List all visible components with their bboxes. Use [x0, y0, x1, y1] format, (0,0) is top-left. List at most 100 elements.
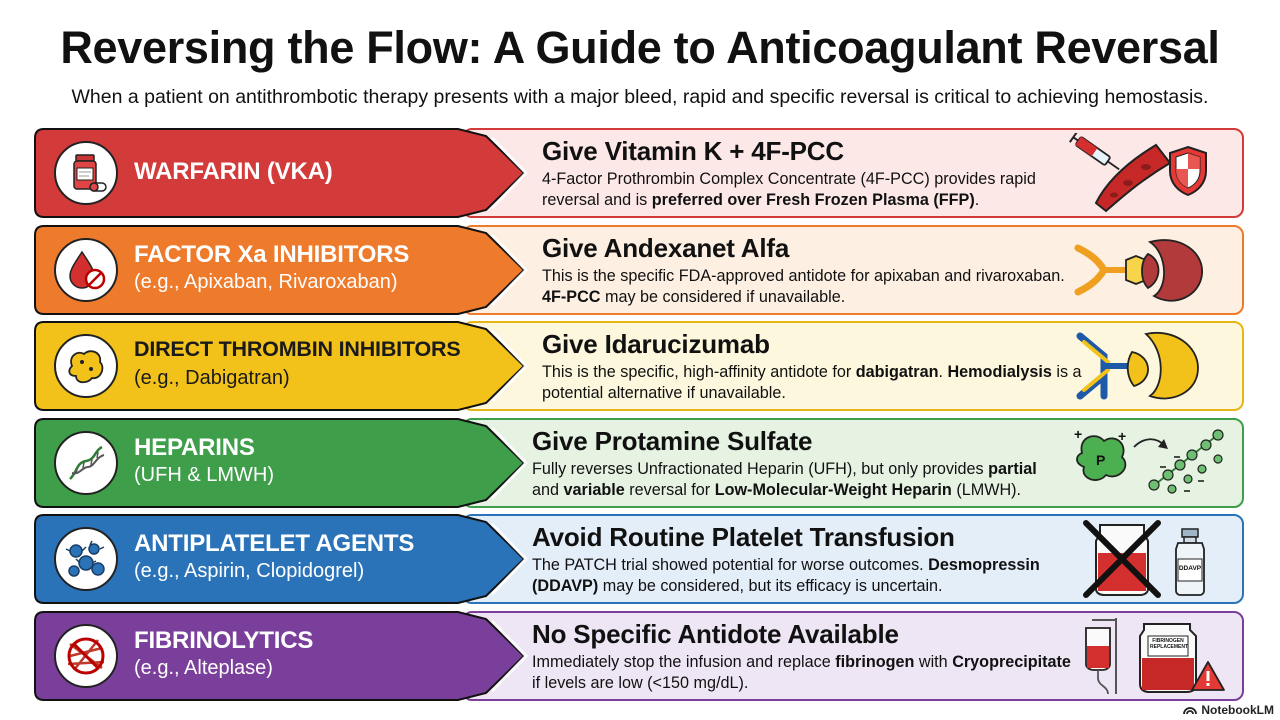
fibrinogen-bag-label: FIBRINOGEN REPLACEMENT [1150, 637, 1189, 650]
crossed-transfusion-icon [1083, 520, 1161, 598]
description-text: with [914, 652, 953, 671]
syringe-icon [1069, 133, 1172, 213]
reversal-row: HEPARINS(UFH & LMWH) Give Protamine Sulfa… [34, 417, 1244, 508]
drug-class-name: FIBRINOLYTICS [134, 626, 314, 654]
drug-class-arrow [34, 128, 554, 218]
description-text: Fully reverses Unfractionated Heparin (U… [532, 459, 989, 478]
heparin-binding-icon [1148, 428, 1224, 494]
treatment-illustration: DDAVP [1082, 519, 1252, 599]
description-text: is a potential alternative if unavailabl… [542, 363, 1082, 402]
treatment-headline: Give Protamine Sulfate [532, 425, 813, 456]
drug-class-icon-badge [54, 430, 118, 495]
description-text: may be considered, but its efficacy is u… [598, 577, 943, 595]
protamine-icon: P + + [1074, 426, 1224, 494]
treatment-description: 4-Factor Prothrombin Complex Concentrate… [542, 169, 1082, 211]
drug-class-arrow [34, 417, 554, 508]
reversal-row: DIRECT THROMBIN INHIBITORS (e.g., Dabigat… [34, 321, 1244, 411]
platelets-icon [65, 540, 105, 577]
drug-class-name: DIRECT THROMBIN INHIBITORS [134, 337, 461, 361]
treatment-panel [462, 610, 1244, 701]
svg-text:+: + [1074, 426, 1082, 442]
drug-class-icon-badge [54, 623, 118, 688]
description-text: The PATCH trial showed potential for wor… [532, 556, 929, 574]
description-text: . [974, 191, 980, 209]
iv-bag-icon [1085, 617, 1117, 694]
page-title: Reversing the Flow: A Guide to Anticoagu… [60, 22, 1220, 73]
emphasis-text: partial [988, 459, 1037, 478]
description-text: . [938, 363, 948, 381]
drug-class-examples: (e.g., Apixaban, Rivaroxaban) [134, 270, 398, 293]
treatment-headline: Give Idarucizumab [542, 329, 770, 359]
fibrin-blocked-icon [67, 637, 105, 674]
treatment-panel [462, 128, 1244, 218]
drug-class-name: FACTOR Xa INHIBITORS [134, 240, 410, 268]
emphasis-text: variable [563, 480, 625, 499]
thrombin-icon [68, 350, 104, 384]
emphasis-text: Hemodialysis [947, 363, 1052, 381]
drug-class-examples: (e.g., Dabigatran) [134, 367, 290, 389]
drug-class-icon-badge [54, 334, 118, 398]
blood-drop-blocked-icon [69, 250, 106, 289]
drug-class-arrow [34, 321, 554, 411]
drug-class-icon-badge [54, 141, 118, 205]
svg-text:P: P [1096, 452, 1105, 468]
page-subtitle: When a patient on antithrombotic therapy… [71, 86, 1209, 108]
emphasis-text: dabigatran [855, 363, 939, 381]
emphasis-text: Low-Molecular-Weight Heparin [714, 480, 952, 499]
description-text: This is the specific FDA-approved antido… [542, 266, 1065, 285]
description-text: (LMWH). [951, 480, 1022, 499]
antibody-icon [1076, 331, 1199, 400]
treatment-description: Fully reverses Unfractionated Heparin (U… [532, 459, 1062, 501]
thrombin-target-icon [1126, 331, 1199, 400]
treatment-headline: Give Andexanet Alfa [542, 232, 790, 263]
reversal-row: ANTIPLATELET AGENTS (e.g., Aspirin, Clopi… [34, 514, 1244, 604]
drug-class-arrow [34, 610, 554, 701]
emphasis-text: fibrinogen [835, 652, 915, 671]
shield-icon [1169, 145, 1207, 197]
notebooklm-logo-icon [1183, 707, 1198, 715]
treatment-headline: Avoid Routine Platelet Transfusion [532, 522, 955, 552]
drug-class-examples: (e.g., Alteplase) [134, 656, 273, 679]
medicine-bottle-icon [73, 154, 107, 192]
reversal-row: WARFARIN (VKA) Give Vitamin K + 4F-PCC 4-F… [34, 128, 1244, 218]
drug-class-icon-badge [54, 237, 118, 302]
ddavp-vial-label: DDAVP [1178, 565, 1202, 572]
drug-class-name: HEPARINS [134, 433, 255, 461]
emphasis-text: 4F-PCC [542, 287, 601, 306]
description-text: if levels are low (<150 mg/dL). [532, 673, 749, 692]
treatment-description: The PATCH trial showed potential for wor… [532, 555, 1072, 597]
description-text: may be considered if unavailable. [600, 287, 846, 306]
drug-class-name: WARFARIN (VKA) [134, 158, 333, 185]
description-text: Immediately stop the infusion and replac… [532, 652, 836, 671]
drug-class-arrow [34, 224, 554, 315]
decoy-protein-icon [1074, 238, 1203, 301]
treatment-headline: No Specific Antidote Available [532, 618, 899, 649]
treatment-illustration: P + + [1072, 423, 1242, 503]
treatment-description: This is the specific FDA-approved antido… [542, 266, 1082, 308]
drug-class-arrow [34, 514, 554, 604]
treatment-illustration [1068, 326, 1238, 406]
drug-class-icon-badge [54, 527, 118, 591]
description-text: This is the specific, high-affinity anti… [542, 363, 856, 381]
brand-badge: NotebookLM [1183, 703, 1274, 717]
description-text: and [532, 480, 564, 499]
treatment-headline: Give Vitamin K + 4F-PCC [542, 136, 844, 166]
description-text: reversal for [624, 480, 715, 499]
warning-icon [1191, 660, 1225, 691]
drug-class-examples: (e.g., Aspirin, Clopidogrel) [134, 560, 365, 582]
treatment-description: Immediately stop the infusion and replac… [532, 652, 1072, 694]
treatment-illustration [1066, 133, 1236, 213]
emphasis-text: preferred over Fresh Frozen Plasma (FFP) [651, 191, 975, 209]
svg-text:+: + [1118, 428, 1126, 444]
treatment-illustration [1070, 230, 1240, 310]
description-text: 4-Factor Prothrombin Complex Concentrate… [542, 170, 1036, 209]
factor-xa-icon [1141, 238, 1203, 301]
reversal-row: FACTOR Xa INHIBITORS(e.g., Apixaban, Riv… [34, 224, 1244, 315]
heparin-chain-icon [69, 445, 105, 480]
drug-class-name: ANTIPLATELET AGENTS [134, 530, 415, 557]
emphasis-text: Cryoprecipitate [952, 652, 1071, 671]
emphasis-text: Desmopressin (DDAVP) [532, 556, 1040, 595]
brand-name: NotebookLM [1201, 703, 1274, 717]
reversal-row: FIBRINOLYTICS(e.g., Alteplase) No Specifi… [34, 610, 1244, 701]
drug-class-examples: (UFH & LMWH) [134, 463, 274, 486]
